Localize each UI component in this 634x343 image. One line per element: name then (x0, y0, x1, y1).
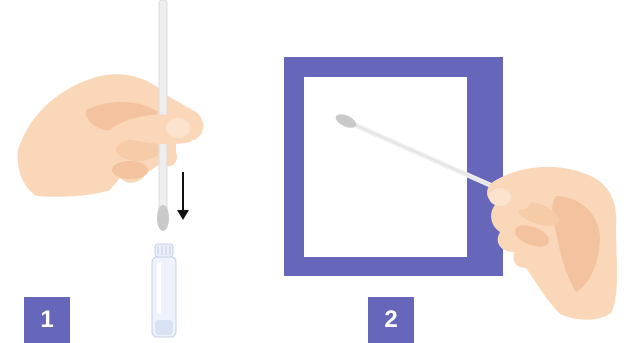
step1-finger (112, 161, 148, 179)
step1-swab-tip (157, 205, 169, 231)
sample-tube (152, 244, 176, 337)
step1-swab-stick (159, 0, 167, 212)
step1-thumbnail (166, 118, 190, 138)
step-1-badge: 1 (24, 297, 70, 343)
step-2-badge: 2 (368, 297, 414, 343)
step2-thumbnail (489, 188, 511, 206)
step2-illustration (284, 57, 617, 320)
step1-illustration (18, 0, 204, 337)
surface-area (304, 77, 467, 257)
down-arrow-icon (177, 172, 189, 220)
